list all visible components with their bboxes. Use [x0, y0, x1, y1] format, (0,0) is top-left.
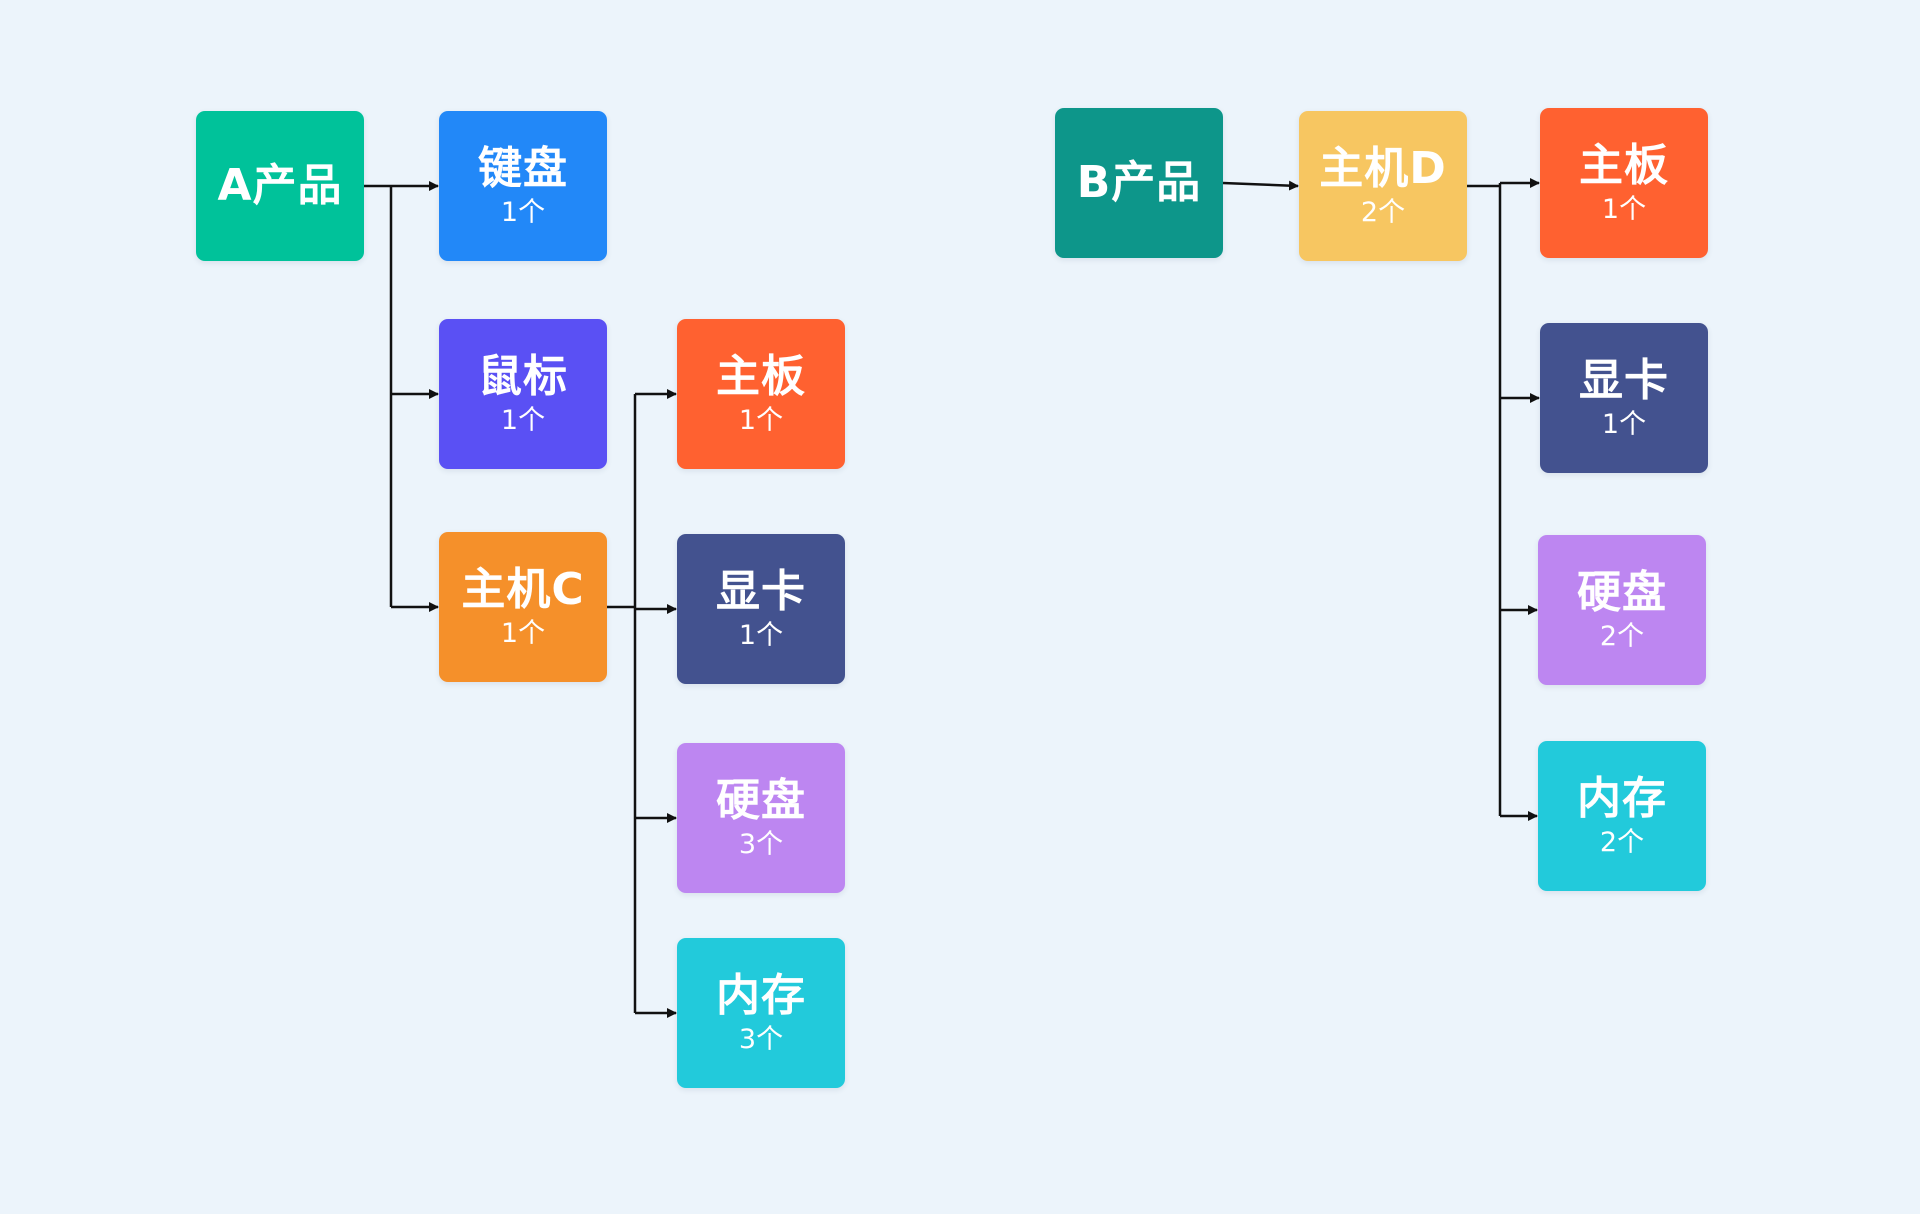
- node-label: 内存: [716, 970, 806, 1021]
- node-count: 3个: [738, 1024, 784, 1055]
- node-count: 1个: [738, 620, 784, 651]
- node-count: 1个: [1601, 409, 1647, 440]
- node-label: 内存: [1577, 773, 1667, 824]
- node-count: 1个: [500, 197, 546, 228]
- node-b-root: B产品: [1055, 108, 1223, 258]
- node-label: 鼠标: [478, 351, 568, 402]
- node-label: 主板: [1579, 140, 1669, 191]
- connector-b-root-to-b-host: [1222, 180, 1299, 191]
- node-label: 硬盘: [716, 775, 806, 826]
- node-count: 1个: [738, 405, 784, 436]
- node-label: 主机C: [461, 564, 585, 615]
- node-count: 1个: [500, 618, 546, 649]
- node-count: 1个: [500, 405, 546, 436]
- node-label: 主板: [716, 351, 806, 402]
- node-count: 2个: [1599, 827, 1645, 858]
- node-count: 1个: [1601, 194, 1647, 225]
- node-label: 硬盘: [1577, 567, 1667, 618]
- node-label: A产品: [217, 160, 343, 211]
- node-label: 显卡: [716, 566, 806, 617]
- node-count: 2个: [1360, 197, 1406, 228]
- node-count: 2个: [1599, 621, 1645, 652]
- node-label: B产品: [1076, 157, 1202, 208]
- node-label: 显卡: [1579, 355, 1669, 406]
- node-a-root: A产品: [196, 111, 364, 261]
- node-count: 3个: [738, 829, 784, 860]
- node-label: 主机D: [1319, 143, 1447, 194]
- node-label: 键盘: [478, 143, 568, 194]
